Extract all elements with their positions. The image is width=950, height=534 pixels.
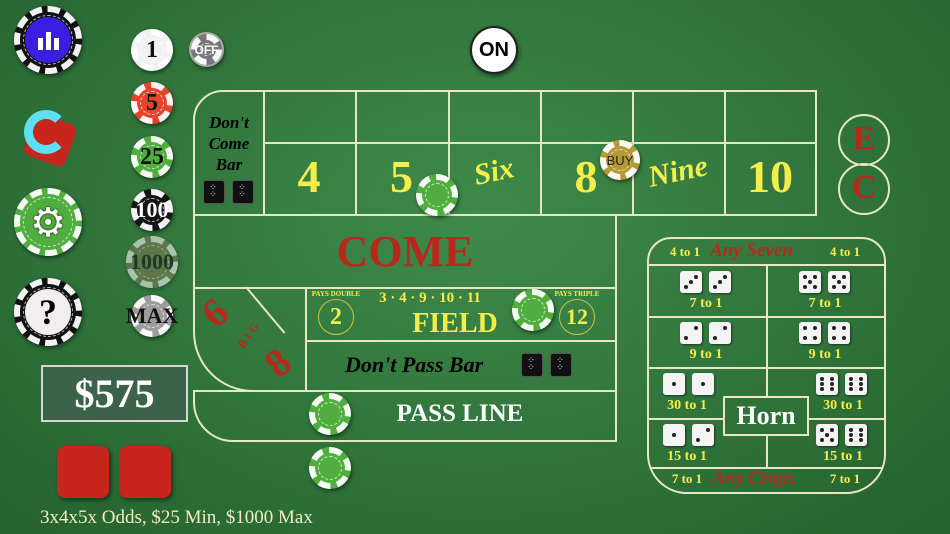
props-any_seven_odds: 4 to 1 <box>829 244 861 259</box>
die-1-icon <box>663 373 685 395</box>
table-info: 3x4x5x Odds, $25 Min, $1000 Max <box>40 507 313 528</box>
place-4[interactable]: 4 <box>297 151 321 202</box>
chip-1[interactable]: 1 <box>131 29 173 71</box>
on-label: ON <box>479 38 509 61</box>
props-three_odds: 15 to 1 <box>667 449 707 464</box>
gear-icon: ⚙ <box>30 199 66 245</box>
buy-8-chip[interactable]: BUY <box>600 140 640 180</box>
props-twelve_odds: 30 to 1 <box>823 398 863 413</box>
die-1-icon <box>663 424 685 446</box>
field-2-circle <box>318 299 354 335</box>
props-any_craps_odds: 7 to 1 <box>671 471 703 486</box>
chip-MAX[interactable]: MAX <box>126 295 178 337</box>
bet-chip-place-5[interactable] <box>416 174 458 216</box>
bet-chip-field[interactable] <box>512 289 554 331</box>
dont-come-bar[interactable]: Don't Come Bar <box>208 113 250 174</box>
chips-1-label: 5 <box>146 89 158 116</box>
board-field: FIELD <box>412 308 498 339</box>
c-bet[interactable]: C <box>838 163 890 215</box>
die-2-icon <box>692 424 714 446</box>
bet-chip-pass-line[interactable] <box>309 393 351 435</box>
stats-icon <box>25 17 71 63</box>
help-button[interactable]: ? <box>14 278 82 346</box>
chips-3-label: 100 <box>135 197 169 222</box>
board-field_12: 12 <box>566 304 588 329</box>
off-label: OFF <box>194 42 219 57</box>
red-die <box>119 446 171 498</box>
off-toggle[interactable]: OFF <box>189 32 224 67</box>
field-12-circle <box>559 299 595 335</box>
die-6-icon <box>845 373 867 395</box>
die-2-icon <box>709 322 731 344</box>
pass-line-label: PASS LINE <box>396 400 524 427</box>
reroll-button[interactable] <box>20 98 82 169</box>
die-6-icon <box>816 373 838 395</box>
stats-button[interactable] <box>14 6 82 74</box>
props-any_seven_odds: 4 to 1 <box>669 244 701 259</box>
die-1-icon <box>692 373 714 395</box>
board-field_2: 2 <box>330 304 342 330</box>
die-4-icon <box>799 322 821 344</box>
props-hard-1-odds: 7 to 1 <box>808 296 842 311</box>
props-eleven_odds: 15 to 1 <box>823 449 863 464</box>
chips-5-label: MAX <box>125 303 179 328</box>
help-icon: ? <box>25 289 71 335</box>
settings-button[interactable]: ⚙ <box>14 188 82 256</box>
chip-25[interactable]: 25 <box>131 136 173 178</box>
props-aces_odds: 30 to 1 <box>667 398 707 413</box>
die-5-icon <box>799 271 821 293</box>
chips-4-label: 1000 <box>130 249 174 274</box>
props-hard-2-odds: 9 to 1 <box>689 347 723 362</box>
horn-bet[interactable]: Horn <box>723 396 809 436</box>
any-seven[interactable]: Any Seven <box>710 240 793 261</box>
chip-100[interactable]: 100 <box>131 189 173 231</box>
die-5-icon <box>816 424 838 446</box>
board-buy_label: BUY <box>606 152 634 168</box>
die-2-icon <box>680 322 702 344</box>
chip-1000[interactable]: 1000 <box>126 236 178 288</box>
chip-5[interactable]: 5 <box>131 82 173 124</box>
props-hard-0-odds: 7 to 1 <box>689 296 723 311</box>
refresh-icon <box>24 110 68 154</box>
die-6-icon <box>845 424 867 446</box>
come-label: COME <box>336 227 474 276</box>
die-3-icon <box>709 271 731 293</box>
die-3-icon <box>680 271 702 293</box>
place-10[interactable]: 10 <box>747 151 793 202</box>
bet-chip-odds[interactable] <box>309 447 351 489</box>
place-5[interactable]: 5 <box>390 151 413 202</box>
board-pays_double: PAYS DOUBLE <box>311 290 361 298</box>
die-5-icon <box>828 271 850 293</box>
e-bet[interactable]: E <box>838 114 890 166</box>
on-puck[interactable]: ON <box>470 26 518 74</box>
chips-0-label: 1 <box>146 36 158 63</box>
bankroll-display: $575 <box>41 365 188 422</box>
die-4-icon <box>828 322 850 344</box>
dont-pass-label: Don't Pass Bar <box>345 352 484 377</box>
proposition-area <box>647 237 886 494</box>
chips-2-label: 25 <box>140 143 164 170</box>
any-craps[interactable]: Any Craps <box>712 468 795 489</box>
props-any_craps_odds: 7 to 1 <box>829 471 861 486</box>
place-8[interactable]: 8 <box>574 151 598 202</box>
board-field_numbers: 3 · 4 · 9 · 10 · 11 <box>379 290 481 306</box>
board-pays_triple: PAYS TRIPLE <box>554 290 600 298</box>
red-die <box>57 446 109 498</box>
props-hard-3-odds: 9 to 1 <box>808 347 842 362</box>
